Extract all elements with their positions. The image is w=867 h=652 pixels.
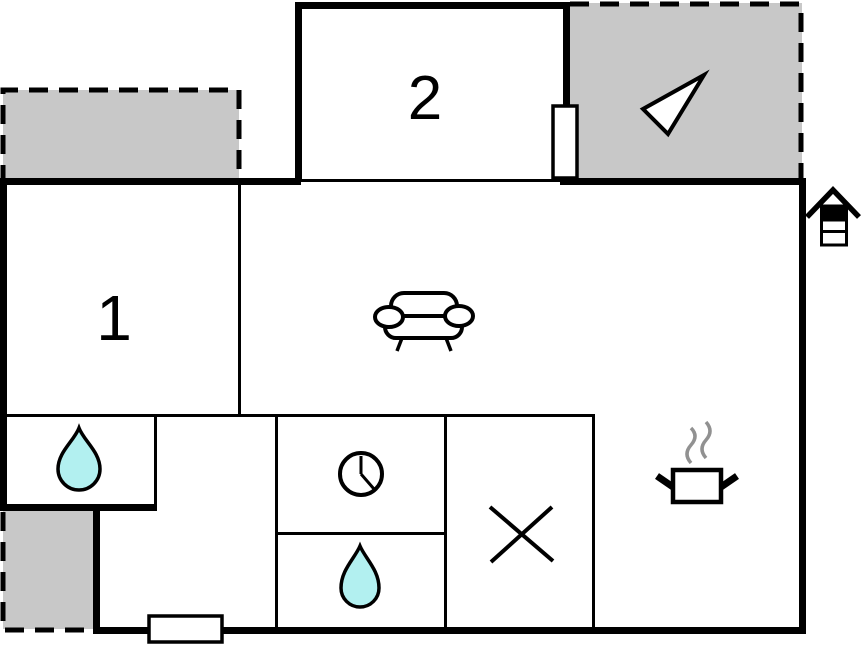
wood-stove-firebox (820, 204, 848, 222)
cooking-pot-icon (655, 420, 739, 505)
steam-line-right (700, 420, 712, 460)
shower-cross-line-2 (489, 505, 554, 564)
exterior-walls (0, 2, 806, 634)
pot-body (670, 467, 724, 505)
sofa-armrest-right (443, 304, 475, 328)
sofa-icon (373, 291, 475, 352)
terrace-bottom-left-fill (3, 510, 93, 629)
pot-handle-left (655, 473, 675, 490)
interior-walls (0, 179, 595, 630)
water-drop-icon-kitchen (339, 541, 381, 609)
room-1-label: 1 (96, 282, 132, 354)
terrace-top-left-fill (3, 90, 239, 182)
sofa-leg-right (444, 337, 453, 352)
north-arrow-icon (639, 69, 710, 138)
sofa-armrest-left (373, 305, 405, 329)
shower-cross-icon (488, 505, 555, 564)
terrace-top-left (0, 87, 242, 184)
clock-icon (338, 451, 384, 497)
room-2-label: 2 (408, 64, 442, 133)
steam-line-left (685, 426, 697, 465)
clock-hand-hour (359, 473, 376, 490)
wood-stove-icon (805, 186, 861, 247)
main-entrance-door (147, 614, 224, 644)
pot-handle-right (719, 473, 739, 490)
terrace-bottom-left-dashed-border (0, 512, 93, 633)
room-2-terrace-door (551, 104, 579, 180)
water-drop-icon-bathroom (56, 423, 102, 492)
sofa-leg-left (395, 337, 404, 352)
terrace-bottom-left (0, 510, 93, 633)
terrace-top-left-dashed-border (0, 87, 242, 184)
terrace-top-right-dashed-border (570, 1, 804, 182)
wood-stove-roof (805, 186, 861, 219)
